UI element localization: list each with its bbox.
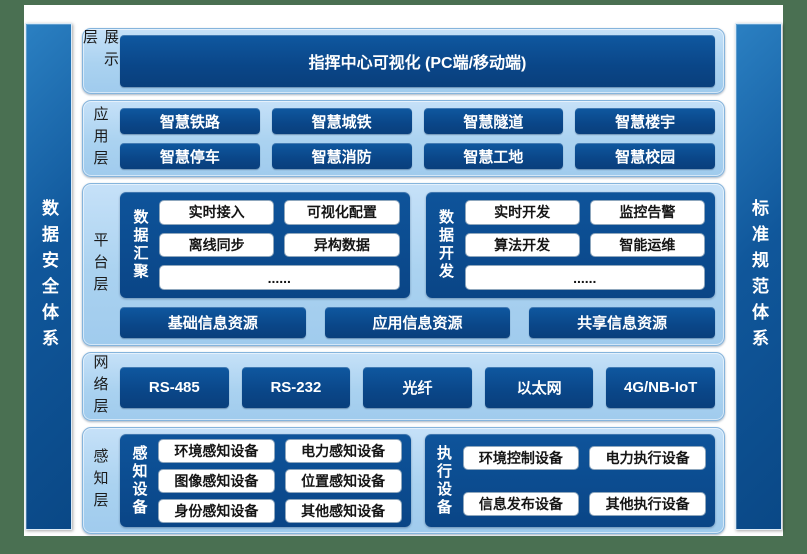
- pillar-data-security: 数据安全体系: [25, 23, 72, 530]
- group-items-sensing: 环境感知设备 电力感知设备 图像感知设备 位置感知设备 身份感知设备 其他感知设…: [158, 439, 402, 523]
- item-realtime-dev: 实时开发: [464, 200, 580, 225]
- layer-content-display: 指挥中心可视化 (PC端/移动端): [117, 29, 724, 93]
- layer-content-perception: 感知设备 环境感知设备 电力感知设备 图像感知设备 位置感知设备 身份感知设备 …: [117, 428, 724, 533]
- group-data-aggregation: 数据汇聚 实时接入 可视化配置 离线同步 异构数据 ......: [120, 192, 410, 298]
- item-4g-nb-iot: 4G/NB-IoT: [606, 367, 715, 408]
- item-env-control: 环境控制设备: [462, 445, 580, 470]
- item-fiber: 光纤: [363, 367, 472, 408]
- layer-content-application: 智慧铁路 智慧城铁 智慧隧道 智慧楼宇 智慧停车 智慧消防 智慧工地 智慧校园: [117, 101, 724, 176]
- item-smart-building: 智慧楼宇: [575, 108, 715, 134]
- layer-content-platform: 数据汇聚 实时接入 可视化配置 离线同步 异构数据 ...... 数据开发: [117, 184, 724, 345]
- item-heterogeneous-data: 异构数据: [284, 232, 400, 258]
- group-items-execution: 环境控制设备 电力执行设备 信息发布设备 其他执行设备: [462, 439, 706, 522]
- item-image-sensing: 图像感知设备: [158, 469, 275, 493]
- layer-stack: 展示层 指挥中心可视化 (PC端/移动端) 应用层 智慧铁路 智慧城铁 智慧隧道…: [81, 28, 725, 534]
- pillar-standards-label: 标准规范体系: [749, 198, 768, 355]
- layer-panel-display: 展示层 指挥中心可视化 (PC端/移动端): [81, 28, 725, 94]
- group-label-data-development: 数据开发: [437, 209, 454, 281]
- layer-panel-application: 应用层 智慧铁路 智慧城铁 智慧隧道 智慧楼宇 智慧停车 智慧消防 智慧工地 智…: [82, 100, 725, 177]
- item-power-execution: 电力执行设备: [589, 445, 706, 470]
- layer-label-application: 应用层: [91, 105, 109, 172]
- item-development-more: ......: [464, 265, 705, 290]
- platform-groups: 数据汇聚 实时接入 可视化配置 离线同步 异构数据 ...... 数据开发: [120, 192, 715, 298]
- layer-panel-network: 网络层 RS-485 RS-232 光纤 以太网 4G/NB-IoT: [82, 352, 725, 421]
- item-info-publishing: 信息发布设备: [462, 491, 580, 516]
- item-offline-sync: 离线同步: [159, 232, 275, 258]
- layer-label-platform: 平台层: [91, 231, 109, 298]
- group-execution-devices: 执行设备 环境控制设备 电力执行设备 信息发布设备 其他执行设备: [424, 434, 715, 527]
- pillar-standards: 标准规范体系: [735, 23, 782, 530]
- item-monitor-alert: 监控告警: [589, 200, 705, 225]
- item-aggregation-more: ......: [159, 265, 400, 290]
- group-items-data-aggregation: 实时接入 可视化配置 离线同步 异构数据 ......: [159, 200, 400, 290]
- item-smart-railway: 智慧铁路: [120, 108, 260, 134]
- group-items-data-development: 实时开发 监控告警 算法开发 智能运维 ......: [464, 200, 705, 290]
- group-label-sensing-devices: 感知设备: [130, 444, 148, 517]
- item-app-info-resource: 应用信息资源: [324, 307, 511, 338]
- item-smart-site: 智慧工地: [423, 143, 564, 169]
- group-data-development: 数据开发 实时开发 监控告警 算法开发 智能运维 ......: [425, 192, 715, 298]
- item-env-sensing: 环境感知设备: [158, 439, 275, 463]
- item-smart-metro: 智慧城铁: [271, 108, 412, 134]
- item-intelligent-ops: 智能运维: [589, 232, 705, 258]
- layer-panel-perception: 感知层 感知设备 环境感知设备 电力感知设备 图像感知设备 位置感知设备 身份感…: [82, 427, 725, 534]
- item-command-center: 指挥中心可视化 (PC端/移动端): [120, 35, 715, 87]
- diagram-canvas: 数据安全体系 标准规范体系 展示层 指挥中心可视化 (PC端/移动端) 应用层 …: [24, 5, 783, 536]
- item-smart-campus: 智慧校园: [575, 143, 715, 169]
- pillar-data-security-label: 数据安全体系: [39, 198, 58, 355]
- item-shared-info-resource: 共享信息资源: [529, 307, 716, 338]
- item-smart-parking: 智慧停车: [120, 143, 260, 169]
- platform-resources: 基础信息资源 应用信息资源 共享信息资源: [120, 307, 716, 338]
- item-power-sensing: 电力感知设备: [284, 439, 402, 463]
- item-location-sensing: 位置感知设备: [284, 469, 402, 493]
- item-smart-firefighting: 智慧消防: [271, 143, 412, 169]
- group-label-data-aggregation: 数据汇聚: [131, 209, 149, 281]
- item-ethernet: 以太网: [484, 367, 594, 408]
- item-basic-info-resource: 基础信息资源: [120, 307, 306, 338]
- layer-label-network: 网络层: [91, 353, 109, 420]
- item-smart-tunnel: 智慧隧道: [423, 108, 564, 134]
- item-other-sensing: 其他感知设备: [284, 499, 402, 523]
- item-rs485: RS-485: [120, 367, 229, 408]
- item-identity-sensing: 身份感知设备: [158, 499, 275, 523]
- layer-content-network: RS-485 RS-232 光纤 以太网 4G/NB-IoT: [117, 353, 724, 420]
- item-other-execution: 其他执行设备: [589, 491, 706, 516]
- layer-panel-platform: 平台层 数据汇聚 实时接入 可视化配置 离线同步 异构数据 ......: [82, 183, 725, 346]
- item-realtime-access: 实时接入: [159, 200, 275, 225]
- layer-label-display: 展示层: [81, 29, 119, 73]
- item-visual-config: 可视化配置: [284, 200, 400, 225]
- group-sensing-devices: 感知设备 环境感知设备 电力感知设备 图像感知设备 位置感知设备 身份感知设备 …: [120, 434, 411, 527]
- layer-label-perception: 感知层: [91, 447, 109, 514]
- group-label-execution-devices: 执行设备: [435, 444, 452, 517]
- item-algorithm-dev: 算法开发: [464, 232, 580, 258]
- item-rs232: RS-232: [241, 367, 351, 408]
